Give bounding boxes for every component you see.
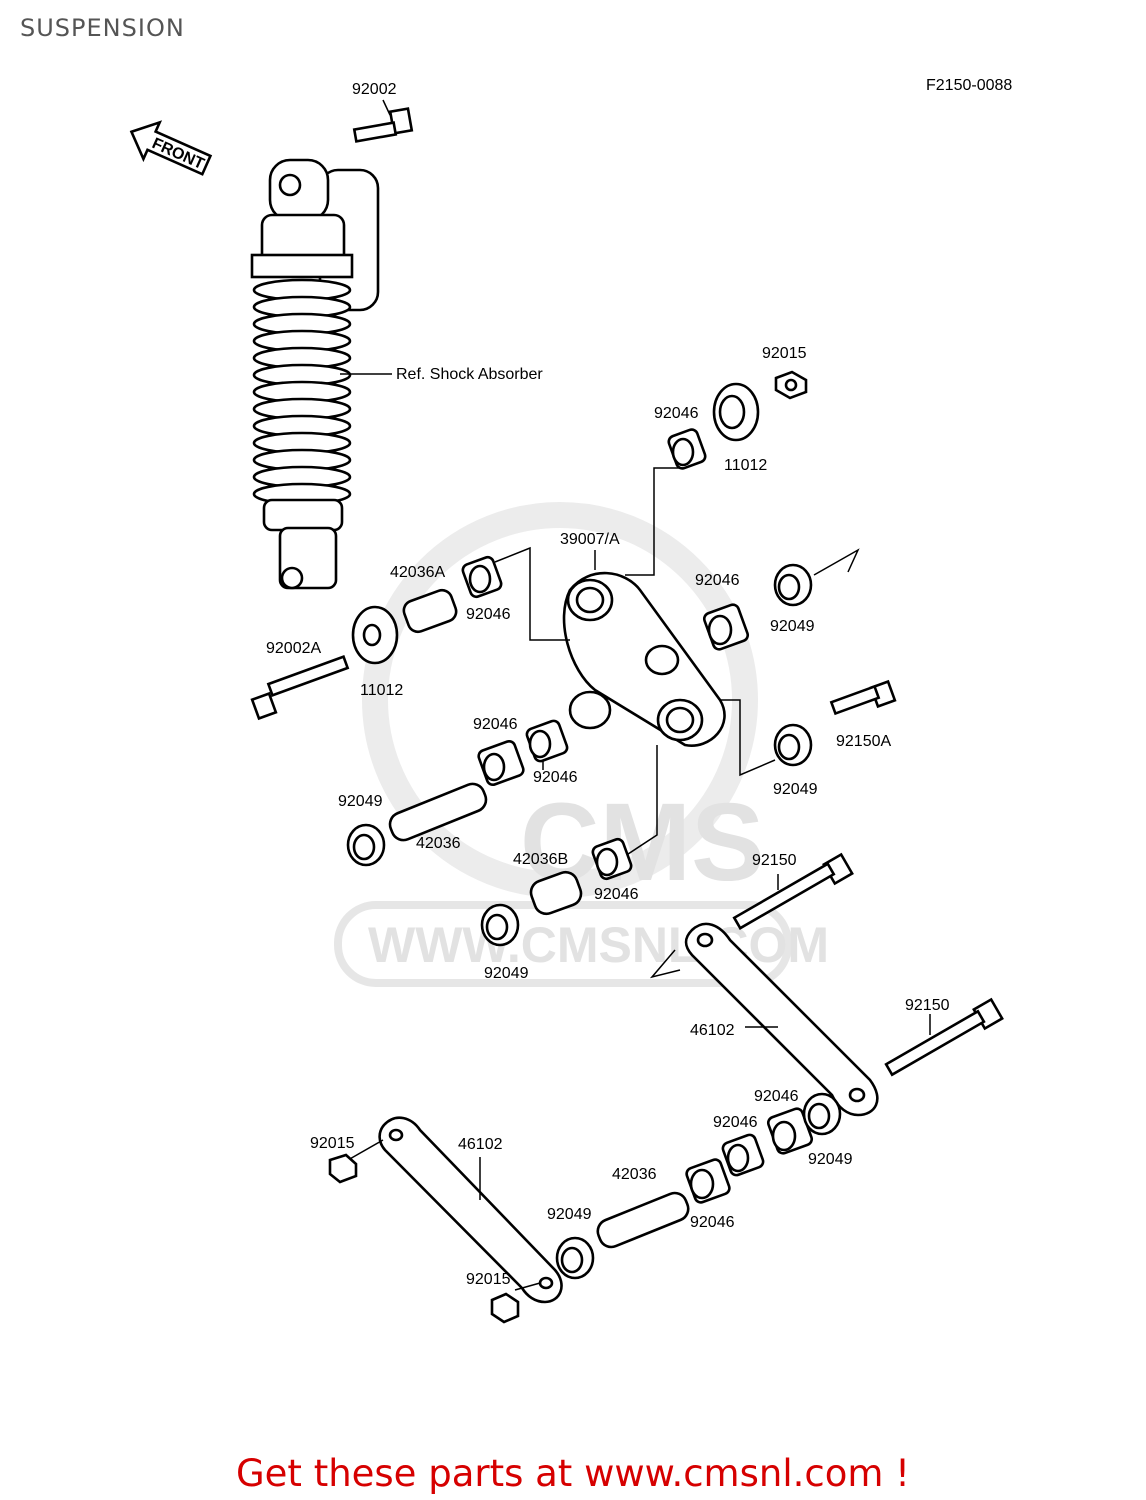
bearing-92046-e-icon: [525, 719, 569, 763]
bearing-92046-d-icon: [477, 739, 525, 787]
label-92150A: 92150A: [836, 733, 891, 750]
seal-92049-a-icon: [773, 563, 813, 607]
label-42036A: 42036A: [390, 564, 445, 581]
nut-92015-top-icon: [774, 370, 808, 400]
sleeve-42036-b-icon: [596, 1191, 690, 1249]
label-92002: 92002: [352, 81, 397, 98]
bearing-92046-f-icon: [591, 837, 633, 881]
label-46102-a: 46102: [690, 1022, 735, 1039]
label-42036-a: 42036: [416, 835, 461, 852]
label-92049-c: 92049: [338, 793, 383, 810]
label-92046-d: 92046: [473, 716, 518, 733]
label-92049-f: 92049: [547, 1206, 592, 1223]
sleeve-42036-a-icon: [388, 782, 488, 842]
bolt-92002A-icon: [250, 655, 350, 721]
page-title: SUSPENSION: [20, 14, 185, 42]
get-parts-link[interactable]: Get these parts at www.cmsnl.com !: [235, 1452, 910, 1495]
label-92015-top: 92015: [762, 345, 807, 362]
seal-92049-d-icon: [480, 903, 520, 947]
rocker-arm-39007-icon: [562, 571, 726, 747]
label-92046-f: 92046: [594, 886, 639, 903]
seal-92049-f-icon: [555, 1236, 595, 1280]
label-92015-bottom: 92015: [466, 1271, 511, 1288]
sleeve-42036B-icon: [529, 870, 583, 916]
label-92150-a: 92150: [752, 852, 797, 869]
label-92046-b: 92046: [466, 606, 511, 623]
tie-rod-46102-b-icon: [378, 1116, 563, 1304]
bearing-92046-c-icon: [702, 603, 750, 651]
seal-11012-right-icon: [712, 382, 760, 442]
nut-92015-left-icon: [328, 1153, 358, 1184]
label-11012-left: 11012: [360, 682, 403, 699]
front-arrow-icon: FRONT: [129, 120, 213, 176]
bearing-92046-a-icon: [667, 428, 707, 470]
bearing-92046-i-icon: [685, 1158, 731, 1204]
part-labels: 92002 92015 92046 11012 39007/A 42036A 9…: [266, 81, 950, 1288]
bolt-92150-b-icon: [884, 997, 1004, 1077]
label-92049-a: 92049: [770, 618, 815, 635]
label-92046-a: 92046: [654, 405, 699, 422]
label-92049-d: 92049: [484, 965, 529, 982]
bearing-92046-g-icon: [766, 1107, 814, 1155]
seal-92049-e-icon: [802, 1092, 842, 1136]
diagram-code: F2150-0088: [926, 77, 1012, 94]
label-92049-b: 92049: [773, 781, 818, 798]
nut-92015-bottom-icon: [490, 1292, 520, 1324]
seal-92049-b-icon: [773, 723, 813, 767]
label-92046-g: 92046: [754, 1088, 799, 1105]
label-92049-e: 92049: [808, 1151, 853, 1168]
label-92046-h: 92046: [713, 1114, 758, 1131]
seal-92049-c-icon: [346, 823, 386, 867]
label-92002A: 92002A: [266, 640, 321, 657]
watermark-url: WWW.CMSNL.COM: [368, 917, 829, 973]
bolt-92002-icon: [352, 107, 414, 143]
tie-rod-46102-a-icon: [684, 922, 879, 1117]
label-39007: 39007/A: [560, 531, 620, 548]
label-92046-i: 92046: [690, 1214, 735, 1231]
label-11012-right: 11012: [724, 457, 767, 474]
bolt-92150A-icon: [829, 679, 897, 716]
label-46102-b: 46102: [458, 1136, 503, 1153]
bearing-92046-b-icon: [461, 555, 503, 599]
seal-11012-left-icon: [351, 605, 399, 665]
ref-shock-absorber-label: Ref. Shock Absorber: [396, 366, 543, 383]
label-92150-b: 92150: [905, 997, 950, 1014]
shock-absorber-icon: [250, 158, 380, 590]
label-42036B: 42036B: [513, 851, 568, 868]
label-92046-e: 92046: [533, 769, 578, 786]
label-92015-left: 92015: [310, 1135, 355, 1152]
bearing-92046-h-icon: [721, 1133, 765, 1177]
label-42036-b: 42036: [612, 1166, 657, 1183]
sleeve-42036A-icon: [402, 588, 458, 634]
label-92046-c: 92046: [695, 572, 740, 589]
bolt-92150-a-icon: [732, 852, 854, 930]
